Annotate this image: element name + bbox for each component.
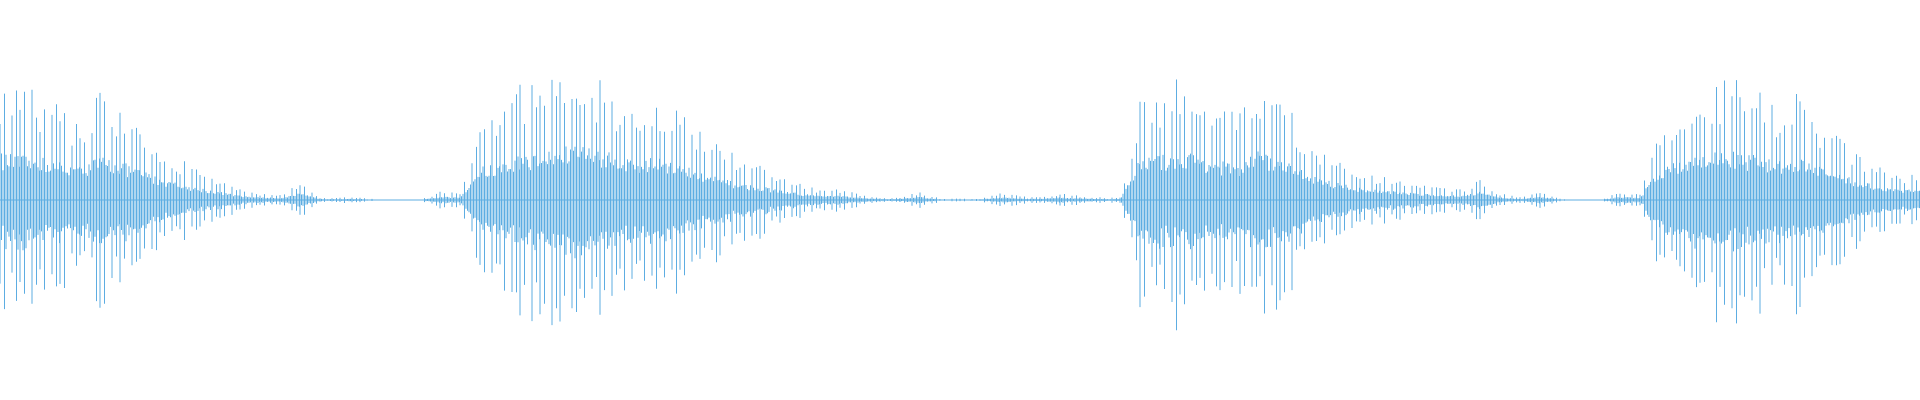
waveform-segment	[1239, 107, 1260, 294]
waveform-segment	[419, 193, 440, 206]
waveform-segment	[1359, 175, 1380, 225]
waveform-segment	[859, 195, 880, 204]
waveform-segment	[1679, 116, 1700, 288]
waveform-segment	[959, 198, 980, 202]
waveform-segment	[19, 89, 40, 304]
waveform-segment	[379, 199, 400, 201]
waveform-segment	[679, 117, 700, 276]
waveform-segment	[1299, 151, 1320, 250]
waveform-segment	[1759, 92, 1780, 314]
waveform-segment	[1259, 101, 1280, 314]
waveform-segment	[99, 92, 120, 308]
waveform-segment	[1839, 138, 1860, 265]
waveform-segment	[1179, 96, 1200, 305]
waveform-segment	[139, 134, 160, 259]
waveform-segment	[599, 80, 620, 315]
waveform-segment	[0, 90, 20, 310]
waveform-segment	[399, 199, 420, 201]
waveform-segment	[579, 97, 600, 298]
waveform-segment	[1539, 193, 1560, 208]
waveform-segment	[739, 164, 760, 241]
waveform-segments	[0, 79, 1920, 331]
waveform-segment	[699, 131, 720, 263]
waveform-segment	[1059, 194, 1080, 206]
waveform-segment	[259, 194, 280, 206]
waveform-segment	[759, 165, 780, 239]
waveform-segment	[459, 146, 480, 258]
waveform-segment	[1859, 157, 1880, 242]
waveform-segment	[919, 192, 940, 208]
waveform-segment	[1079, 197, 1100, 203]
waveform-segment	[1879, 167, 1900, 232]
waveform-segment	[339, 197, 360, 203]
waveform-segment	[199, 175, 220, 227]
waveform-segment	[1659, 135, 1680, 260]
waveform-segment	[1119, 143, 1140, 261]
waveform-segment	[819, 189, 840, 212]
waveform-segment	[899, 194, 920, 206]
waveform-segment	[939, 198, 960, 202]
waveform-segment	[39, 104, 60, 290]
waveform-segment	[1799, 101, 1820, 307]
waveform-segment	[1019, 196, 1040, 204]
waveform-segment	[1639, 143, 1660, 262]
waveform-segment	[879, 197, 900, 202]
waveform-segment	[1199, 111, 1220, 291]
waveform-segment	[1099, 197, 1120, 203]
waveform-segment	[359, 197, 380, 203]
waveform-segment	[59, 113, 80, 288]
waveform-segment	[519, 84, 540, 322]
waveform-segment	[659, 110, 680, 294]
waveform-segment	[979, 195, 1000, 205]
waveform-segment	[1439, 188, 1460, 213]
waveform-segment	[1459, 181, 1480, 220]
waveform-segment	[1739, 97, 1760, 301]
waveform-segment	[1519, 193, 1540, 207]
waveform-segment	[1219, 111, 1240, 291]
waveform-segment	[779, 179, 800, 223]
waveform-segment	[179, 161, 200, 240]
waveform-segment	[1379, 177, 1400, 224]
waveform-segment	[1599, 194, 1620, 206]
waveform-segment	[1719, 80, 1740, 324]
waveform-segment	[1279, 104, 1300, 301]
waveform-segment	[1499, 194, 1520, 205]
waveform-segment	[499, 94, 520, 293]
waveform-segment	[239, 189, 260, 210]
waveform-segment	[559, 82, 580, 322]
waveform-segment	[1039, 196, 1060, 205]
waveform-segment	[1399, 181, 1420, 220]
waveform-segment	[119, 112, 140, 283]
waveform-segment	[1779, 94, 1800, 315]
waveform-segment	[839, 191, 860, 210]
waveform-segment	[1579, 199, 1600, 201]
waveform-segment	[1899, 174, 1920, 225]
waveform-segment	[1619, 193, 1640, 207]
waveform-segment	[619, 113, 640, 291]
waveform-segment	[1319, 154, 1340, 244]
waveform-segment	[539, 79, 560, 326]
waveform-segment	[1419, 185, 1440, 215]
waveform-segment	[219, 183, 240, 218]
waveform-segment	[299, 185, 320, 215]
waveform-segment	[639, 107, 660, 289]
waveform-segment	[439, 191, 460, 209]
waveform-segment	[1819, 135, 1840, 266]
waveform-segment	[799, 183, 820, 218]
waveform-segment	[79, 97, 100, 302]
waveform-segment	[479, 120, 500, 273]
waveform-segment	[999, 193, 1020, 206]
waveform-segment	[1139, 101, 1160, 308]
waveform-segment	[159, 161, 180, 236]
waveform-segment	[1699, 87, 1720, 323]
waveform-segment	[719, 150, 740, 256]
waveform-segment	[1479, 180, 1500, 220]
waveform-segment	[1559, 198, 1580, 202]
waveform-segment	[1159, 79, 1180, 331]
waveform-segment	[1339, 162, 1360, 235]
waveform-segment	[319, 198, 340, 202]
waveform-segment	[279, 188, 300, 211]
